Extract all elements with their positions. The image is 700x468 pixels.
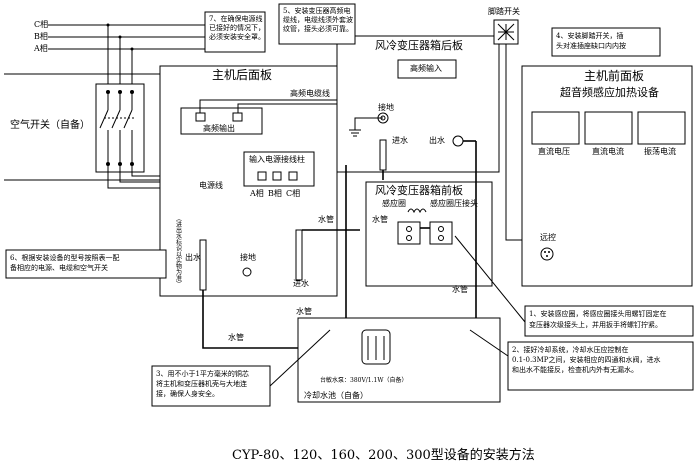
host-water-in: 进水 xyxy=(293,278,309,288)
terminal-c: C相 xyxy=(286,188,300,198)
host-ground-label: 接地 xyxy=(240,252,256,262)
joint-right xyxy=(429,221,453,245)
note-3: 3、用不小于1平方毫米的铜芯将主机和变压器机壳与大地连接，确保人身安全。 xyxy=(156,369,249,398)
pipe-label-mid: 水管 xyxy=(296,306,312,316)
air-switch-label: 空气开关（自备） xyxy=(10,118,90,131)
coil-label: 感应圈 xyxy=(382,198,406,208)
phase-c-label: C相 xyxy=(34,19,48,29)
phase-b-label: B相 xyxy=(34,31,48,41)
note-6: 6、根据安装设备的型号按照表一配备相应的电源、电缆和空气开关 xyxy=(10,253,119,272)
foot-switch-label: 脚踏开关 xyxy=(488,6,520,16)
host-back-title: 主机后面板 xyxy=(212,68,272,82)
hf-input-box xyxy=(397,59,457,79)
meter-osc-current xyxy=(637,111,686,145)
host-water-pipes xyxy=(199,229,303,340)
note-4: 4、安装脚踏开关，插头对准插座缺口内内按 xyxy=(556,31,626,50)
note-7-box xyxy=(204,11,266,53)
note-6-box xyxy=(5,249,167,279)
ground-wire xyxy=(349,117,383,137)
transformer-water-in: 进水 xyxy=(392,135,408,145)
note-5: 5、安装变压器高频电缆线，电缆线须外套波纹管，接头必须可靠。 xyxy=(283,6,353,33)
transformer-front-panel xyxy=(365,181,493,287)
note-2-box xyxy=(507,341,694,391)
pump-spec: 台敏水泵：380V/1.1W（自备） xyxy=(320,376,408,384)
pipe-label-bottom: 水管 xyxy=(228,332,244,342)
meter-osc-current-label: 振荡电流 xyxy=(644,146,676,156)
meter-dc-voltage xyxy=(531,111,580,145)
caption: CYP-80、120、160、200、300型设备的安装方法 xyxy=(232,447,535,463)
transformer-front-title: 风冷变压器箱前板 xyxy=(375,183,463,197)
phase-a-label: A相 xyxy=(33,43,48,53)
transformer-pipes xyxy=(302,141,477,330)
transformer-back-panel xyxy=(336,35,500,173)
terminal-a: A相 xyxy=(249,188,264,198)
joint-left xyxy=(397,221,421,245)
pipe-label-right: 水管 xyxy=(452,284,468,294)
transformer-water-out: 出水 xyxy=(429,135,445,145)
host-front-subtitle: 超音频感应加热设备 xyxy=(560,85,659,99)
meter-dc-voltage-label: 直流电压 xyxy=(538,146,570,156)
hf-input-label: 高频输入 xyxy=(410,63,442,73)
remote-label: 远控 xyxy=(540,232,556,242)
note-4-box xyxy=(551,27,661,57)
hf-output-label: 高频输出 xyxy=(203,123,235,133)
meter-dc-current xyxy=(584,111,633,145)
power-cable-label: 电源线 xyxy=(199,180,223,190)
note-5-box xyxy=(278,3,356,45)
note-7: 7、在确保电源线已接好的情况下，必须安装安全罩。 xyxy=(209,14,265,41)
cooling-pool xyxy=(297,317,501,403)
front-pipe-label: 水管 xyxy=(372,214,388,224)
hf-cable-label: 高频电缆线 xyxy=(290,88,330,98)
meter-dc-current-label: 直流电流 xyxy=(592,146,624,156)
host-water-out: 出水 xyxy=(185,252,201,262)
pool-label: 冷却水池（自备） xyxy=(304,390,368,400)
water-label-vertical: （进出水标识以实物为准） xyxy=(175,215,182,287)
note-1: 1、安装感应圈，将感应圈接头用螺钉固定在变压器次级接头上，并用扳手将螺钉拧紧。 xyxy=(529,309,666,329)
remote-socket-icon xyxy=(540,247,554,261)
air-switch xyxy=(95,83,145,173)
hf-output-box xyxy=(180,107,263,135)
host-front-title: 主机前面板 xyxy=(584,68,644,83)
power-terminal-label: 输入电源接线柱 xyxy=(249,154,305,164)
terminal-b: B相 xyxy=(268,188,282,198)
pipe-label-left: 水管 xyxy=(318,214,334,224)
host-ground-icon xyxy=(242,267,252,277)
transformer-back-title: 风冷变压器箱后板 xyxy=(375,38,463,52)
coil-joint-label: 感应圈压接头 xyxy=(430,198,478,208)
transformer-ground-label: 接地 xyxy=(378,102,394,112)
note-1-box xyxy=(524,305,694,337)
note-3-box xyxy=(151,365,271,407)
leader-lines xyxy=(269,235,526,387)
coil-icon xyxy=(407,208,427,214)
